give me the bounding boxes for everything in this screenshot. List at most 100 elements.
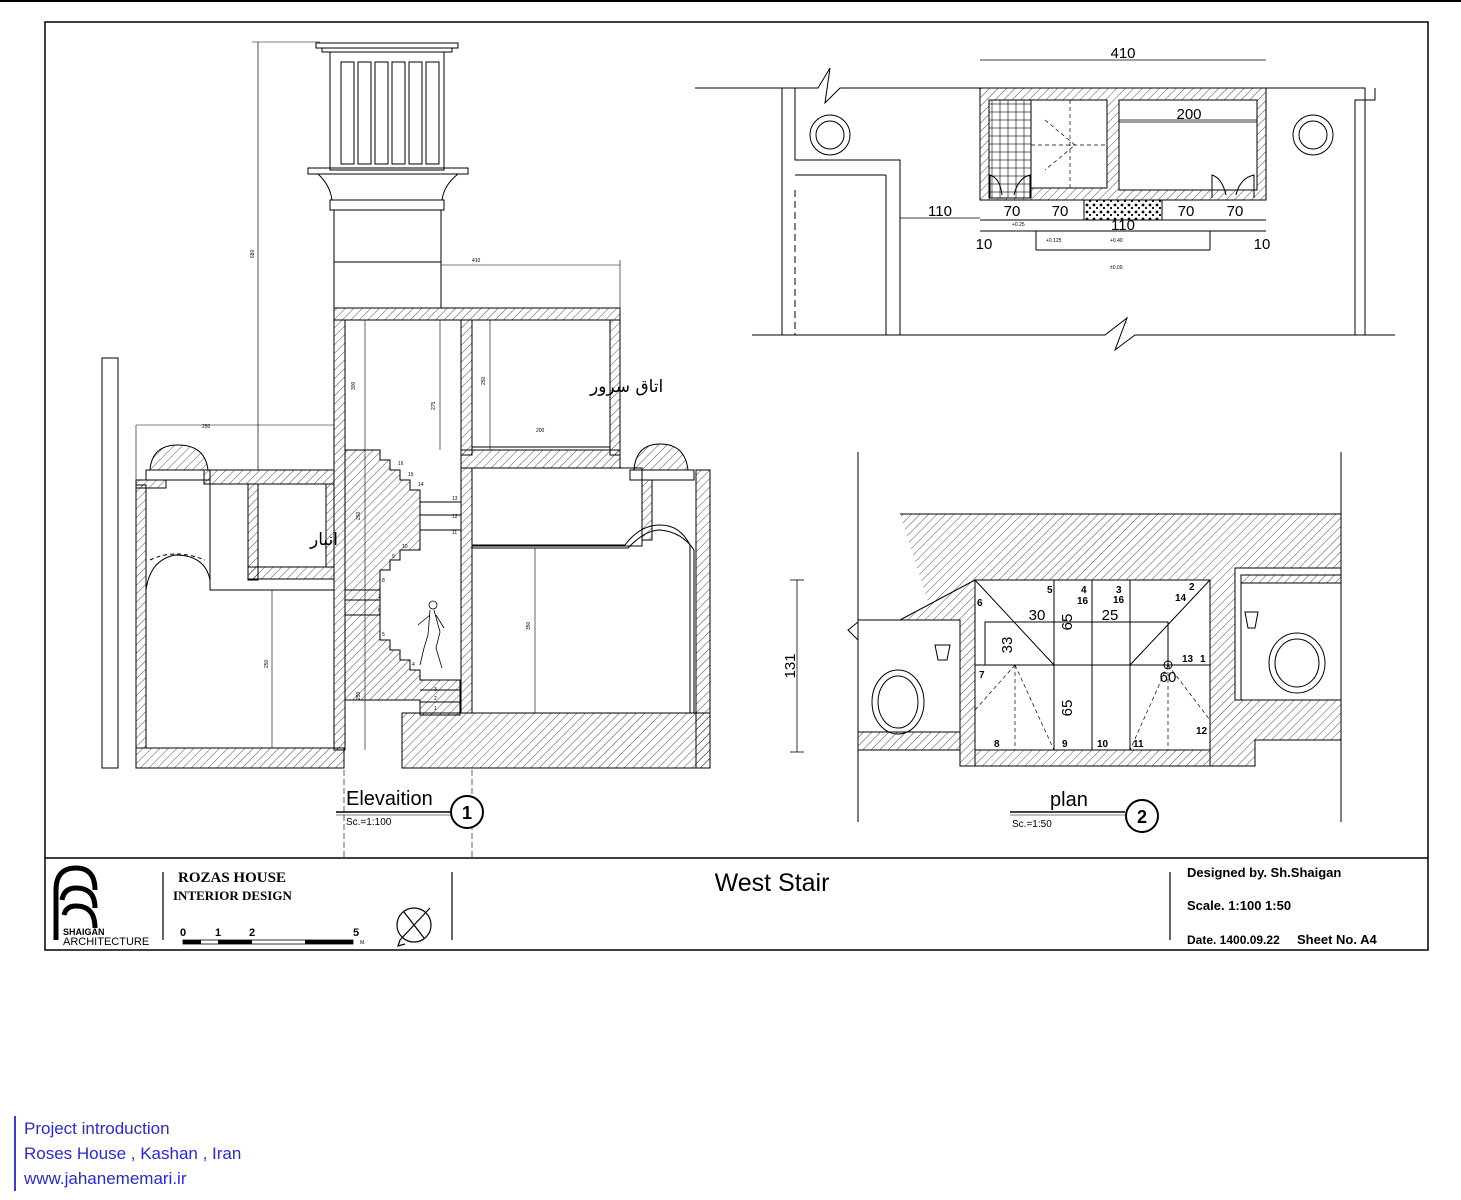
footer-line-location: Roses House , Kashan , Iran: [24, 1144, 242, 1163]
svg-text:2: 2: [249, 927, 255, 939]
elev-step: 15: [408, 472, 414, 478]
top-dim-110: 110: [928, 203, 952, 220]
elev-step: 11: [452, 530, 457, 536]
plan-scale: Sc.=1:50: [1012, 819, 1052, 830]
top-dim-10b: 10: [1254, 236, 1271, 253]
top-dim-10a: 10: [976, 236, 993, 253]
plan-step: 2: [1189, 582, 1195, 593]
room-label-upper: اتاق سرور: [589, 377, 663, 397]
elev-dim-410: 410: [472, 258, 481, 264]
elev-step: 3: [434, 687, 437, 693]
level-0125: +0.125: [1046, 238, 1062, 244]
elev-step: 12: [452, 514, 458, 520]
sheet-title: West Stair: [715, 869, 830, 897]
plan-number-circle: [1125, 799, 1159, 833]
stair-plan-drawing: [790, 452, 1342, 822]
level-040: +0.40: [1110, 238, 1123, 244]
logo-text-1: SHAIGAN: [63, 927, 105, 937]
elev-step: 8: [382, 578, 385, 584]
svg-text:5: 5: [353, 927, 359, 939]
project-subtitle: INTERIOR DESIGN: [173, 888, 292, 903]
plan-dim-25: 25: [1102, 607, 1119, 624]
plan-step: 8: [994, 739, 1000, 750]
room-label-storage: انبار: [309, 530, 338, 550]
top-dim-200: 200: [1176, 106, 1201, 123]
elev-step: 14: [418, 482, 424, 488]
elev-dim-680: 680: [250, 249, 256, 258]
svg-text:M.: M.: [360, 940, 366, 946]
elevation-number: 1: [462, 803, 472, 823]
top-dim-70d: 70: [1227, 203, 1244, 220]
elev-dim-250d: 250: [356, 511, 362, 520]
designed-by: Designed by. Sh.Shaigan: [1187, 865, 1341, 880]
date-info: Date. 1400.09.22: [1187, 933, 1280, 947]
plan-step: 9: [1062, 739, 1068, 750]
elev-step: 9: [392, 554, 395, 560]
elev-step: 5: [382, 632, 385, 638]
title-block: SHAIGAN ARCHITECTURE ROZAS HOUSE INTERIO…: [53, 865, 1377, 948]
elev-step: 10: [402, 544, 408, 550]
elev-step: 16: [398, 461, 404, 467]
elev-step: 4: [412, 662, 415, 668]
plan-step: 6: [977, 598, 983, 609]
elev-dim-250b: 250: [481, 376, 487, 385]
plan-dim-65a: 65: [1059, 614, 1076, 631]
elevation-text: اتاق سرور انبار 410 250 300 275 250 200 …: [202, 249, 663, 829]
elev-step: 7: [378, 594, 381, 600]
plan-step: 4: [1081, 585, 1087, 596]
level-025: +0.25: [1012, 222, 1025, 228]
elev-step: 6: [378, 608, 381, 614]
top-plan-drawing: [695, 59, 1395, 352]
elev-dim-200: 200: [536, 428, 545, 434]
plan-dim-33: 33: [999, 637, 1016, 654]
top-dim-70c: 70: [1178, 203, 1195, 220]
logo-text-2: ARCHITECTURE: [63, 936, 149, 948]
plan-step: 3: [1116, 585, 1122, 596]
shaigan-logo: [53, 865, 98, 940]
plan-step: 10: [1097, 739, 1109, 750]
elev-step: 1: [434, 706, 437, 712]
north-arrow-icon: [396, 907, 432, 947]
elevation-label: Elevaition: [346, 788, 433, 810]
plan-step: 16: [1113, 595, 1125, 606]
top-dim-410: 410: [1110, 45, 1135, 62]
project-name: ROZAS HOUSE: [178, 870, 286, 886]
elevation-number-circle: [450, 795, 484, 829]
elev-dim-250c: 250: [264, 659, 270, 668]
sheet-number: Sheet No. A4: [1297, 932, 1377, 947]
stair-plan-text: 131 30 25 33 65 65 60 1 2 3 4 5 6 7 8 9 …: [782, 582, 1208, 833]
elev-step: 13: [452, 496, 458, 502]
plan-step: 13: [1182, 654, 1194, 665]
footer-links: Project introduction Roses House , Kasha…: [14, 1116, 241, 1191]
plan-dim-65b: 65: [1059, 700, 1076, 717]
plan-dim-30: 30: [1029, 607, 1046, 624]
top-dim-70b: 70: [1052, 203, 1069, 220]
plan-step: 14: [1175, 593, 1187, 604]
plan-step: 16: [1077, 596, 1089, 607]
footer-website-link[interactable]: www.jahanememari.ir: [24, 1169, 187, 1188]
svg-text:0: 0: [180, 927, 186, 939]
footer-line-intro: Project introduction: [24, 1119, 170, 1138]
svg-text:1: 1: [215, 927, 221, 939]
elev-step: 2: [434, 696, 437, 702]
sheet-border: [44, 21, 1429, 951]
plan-step: 11: [1133, 739, 1144, 750]
plan-dim-131: 131: [782, 653, 799, 678]
plan-step: 7: [979, 670, 985, 681]
top-plan-text: 410 200 110 70 70 110 70 70 10 10 +0.25 …: [928, 45, 1270, 271]
plan-step: 5: [1047, 585, 1053, 596]
elev-dim-250: 250: [202, 424, 211, 430]
elevation-drawing: [101, 41, 711, 858]
elev-dim-300: 300: [351, 381, 357, 390]
elevation-scale: Sc.=1:100: [346, 817, 392, 828]
plan-dim-60: 60: [1160, 669, 1177, 686]
elev-dim-275: 275: [431, 401, 437, 410]
elev-dim-250e: 250: [356, 691, 362, 700]
top-dim-70a: 70: [1004, 203, 1021, 220]
plan-step: 12: [1196, 726, 1208, 737]
scale-info: Scale. 1:100 1:50: [1187, 898, 1291, 913]
plan-label: plan: [1050, 789, 1088, 811]
top-dim-110b: 110: [1111, 217, 1135, 234]
plan-step: 1: [1200, 654, 1206, 665]
